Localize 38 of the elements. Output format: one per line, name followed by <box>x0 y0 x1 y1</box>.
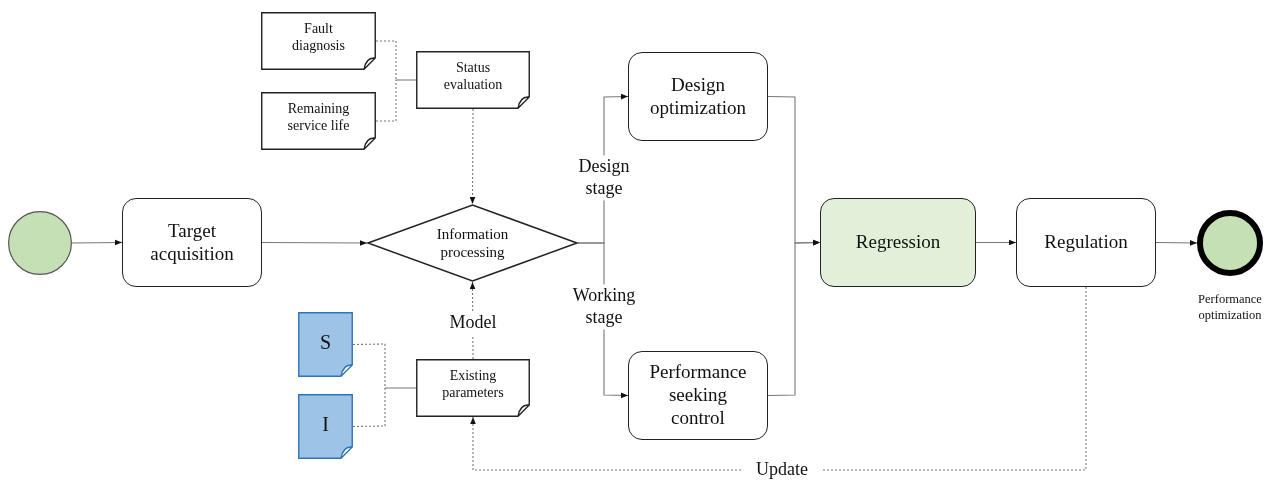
node-label: Target acquisition <box>149 219 235 266</box>
node-label: Regression <box>855 231 941 254</box>
dashed-connector <box>352 343 417 389</box>
document-box <box>416 359 530 417</box>
node-label: Performance seeking control <box>648 361 748 430</box>
arrow <box>1155 240 1198 246</box>
node-label: I <box>322 411 329 436</box>
caption-text: Performance optimization <box>1197 292 1263 324</box>
node-label: Regulation <box>1044 231 1128 254</box>
dashed-connector <box>375 40 417 81</box>
document-box <box>298 394 353 459</box>
document-box <box>416 51 530 109</box>
node-label: Fault diagnosis <box>291 21 346 55</box>
node-label: Status evaluation <box>442 60 504 94</box>
dashed-connector <box>375 79 417 122</box>
node-label: Existing parameters <box>441 368 505 402</box>
dashed-connector <box>352 387 417 428</box>
process-box <box>628 52 768 141</box>
arrow <box>767 239 821 397</box>
document-box <box>261 92 376 150</box>
node-label: S <box>319 329 332 354</box>
decision-diamond <box>367 204 578 282</box>
node-label: Information processing <box>435 225 510 261</box>
process-box <box>1016 198 1156 287</box>
arrow <box>975 239 1017 246</box>
node-label: Remaining service life <box>286 101 351 135</box>
process-box <box>820 198 976 287</box>
document-box <box>298 312 353 377</box>
document-box <box>261 12 376 70</box>
arrow <box>71 239 123 246</box>
end-circle <box>1197 210 1263 276</box>
start-circle <box>8 211 72 275</box>
process-box <box>122 198 262 287</box>
arrow <box>261 240 368 246</box>
node-label: Design optimization <box>648 73 747 120</box>
dashed-connector <box>469 108 476 205</box>
dashed-connector <box>470 286 1087 471</box>
process-box <box>628 351 768 440</box>
